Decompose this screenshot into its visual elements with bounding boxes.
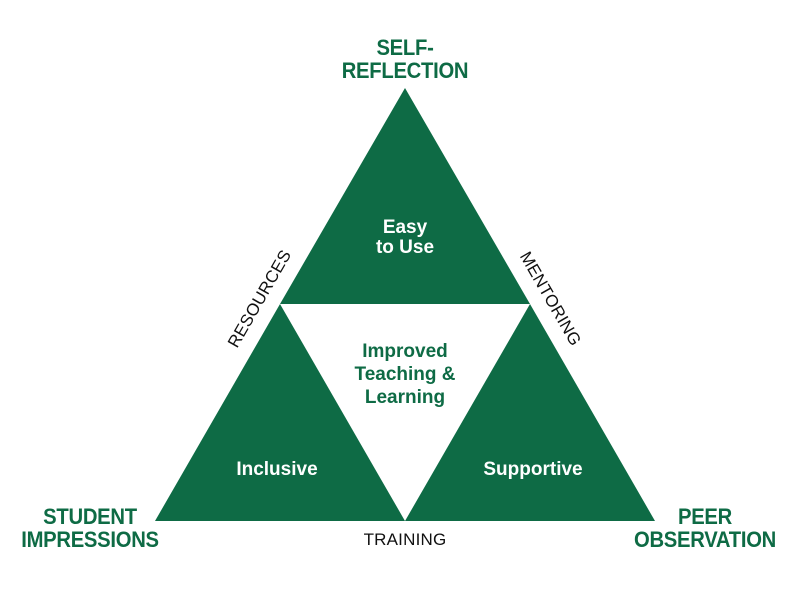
edge-label-training: TRAINING xyxy=(363,530,447,549)
top-triangle-line2: to Use xyxy=(375,236,435,258)
corner-top-line2: REFLECTION xyxy=(341,58,469,84)
center-line3: Learning xyxy=(364,386,446,408)
center-triangle-label: Improved Teaching & Learning xyxy=(330,341,480,409)
corner-bottom-left-line1: STUDENT xyxy=(43,504,137,529)
top-triangle-line1: Easy xyxy=(382,217,428,238)
center-line1: Improved xyxy=(362,341,448,362)
corner-label-peer-observation: PEER OBSERVATION xyxy=(627,505,783,551)
corner-top-line1: SELF- xyxy=(376,35,434,60)
top-triangle-label: Easy to Use xyxy=(355,218,455,258)
inclusive-text: Inclusive xyxy=(236,459,318,480)
center-inverted-triangle xyxy=(286,306,524,512)
corner-label-self-reflection: SELF- REFLECTION xyxy=(331,36,478,82)
bottom-right-triangle xyxy=(405,304,655,521)
top-triangle xyxy=(280,88,530,304)
bottom-left-triangle-label: Inclusive xyxy=(217,460,337,480)
supportive-text: Supportive xyxy=(483,459,583,480)
center-line2: Teaching & xyxy=(354,363,456,385)
bottom-left-triangle xyxy=(155,304,405,521)
bottom-right-triangle-label: Supportive xyxy=(468,460,598,480)
corner-bottom-right-line2: OBSERVATION xyxy=(633,527,777,553)
corner-bottom-left-line2: IMPRESSIONS xyxy=(21,527,159,553)
corner-label-student-impressions: STUDENT IMPRESSIONS xyxy=(16,505,163,551)
corner-bottom-right-line1: PEER xyxy=(677,504,733,529)
